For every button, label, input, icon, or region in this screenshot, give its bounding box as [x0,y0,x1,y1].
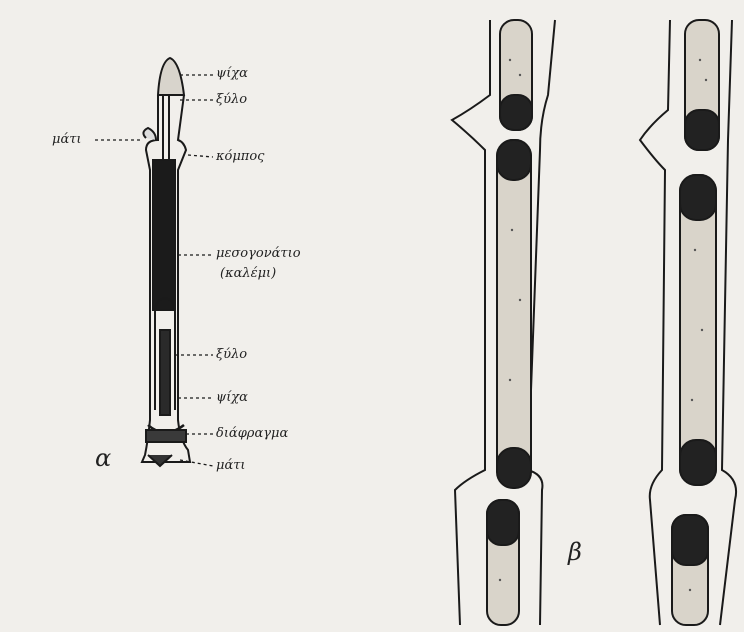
stem-b2-pith-2 [680,175,716,485]
label-mati-bottom: μάτι [216,458,246,473]
label-psicha: ψίχα [216,390,248,405]
figure-b-letter: β [568,538,582,566]
label-mati-left: μάτι [52,132,82,147]
label-kombos: κόμπος [216,149,264,164]
label-kalemi: (καλέμι) [220,266,276,281]
figure-a-letter: α [95,444,111,472]
label-psicha-top: ψίχα [216,66,248,81]
label-diafragma: διάφραγμα [216,426,288,441]
label-mesogonatio: μεσογονάτιο [216,246,301,261]
stem-b1-pith-2 [497,140,531,485]
label-xylo: ξύλο [216,347,247,362]
label-xylo-top: ξύλο [216,92,247,107]
